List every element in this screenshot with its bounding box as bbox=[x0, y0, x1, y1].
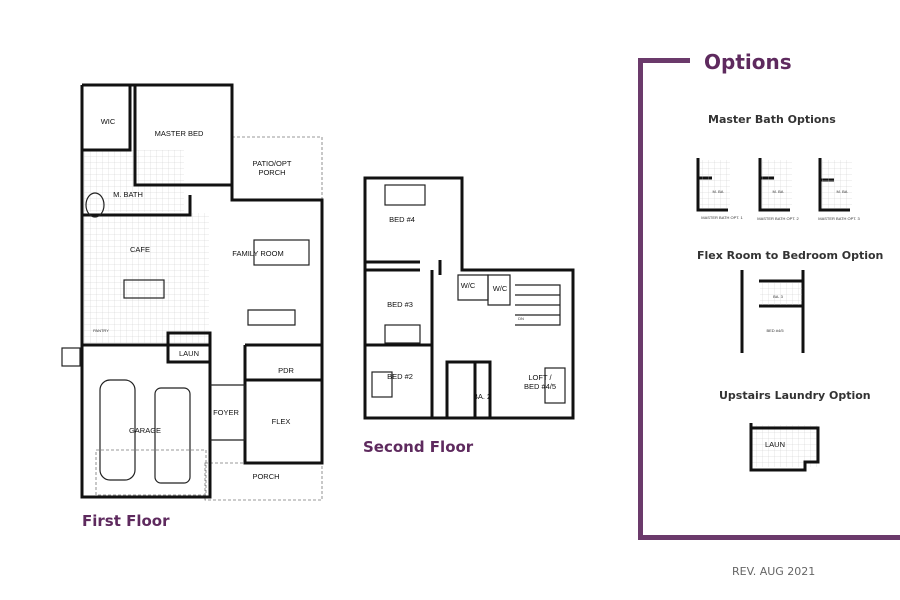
stair-label-dn: DN bbox=[518, 316, 524, 321]
room-label-wc-1: W/C bbox=[461, 281, 476, 290]
room-label-cafe: CAFE bbox=[130, 245, 150, 254]
room-label-pdr: PDR bbox=[278, 366, 294, 375]
m-ba-label-1: M. BA bbox=[713, 189, 724, 194]
upstairs-laundry-option-heading: Upstairs Laundry Option bbox=[719, 389, 871, 402]
room-label-flex: FLEX bbox=[272, 417, 291, 426]
first-floor-plan: WIC MASTER BED PATIO/OPT PORCH M. BATH C… bbox=[61, 83, 324, 501]
options-frame-bottom bbox=[638, 535, 900, 540]
master-bath-options-heading: Master Bath Options bbox=[708, 113, 836, 126]
options-frame-top bbox=[638, 58, 690, 63]
second-floor-plan: BED #4 BED #3 BED #2 W/C W/C BA. 2 LOFT … bbox=[363, 176, 575, 420]
master-bath-option-2: M. BA MASTER BATH OPT. 2 bbox=[757, 158, 800, 221]
laun-option-label: LAUN bbox=[765, 440, 785, 449]
ba-3-label: BA. 3 bbox=[773, 294, 784, 299]
room-label-laun: LAUN bbox=[179, 349, 199, 358]
m-ba-label-3: M. BA bbox=[837, 189, 848, 194]
first-floor-title: First Floor bbox=[82, 512, 170, 530]
options-title: Options bbox=[704, 50, 792, 74]
room-label-m-bath: M. BATH bbox=[113, 190, 143, 199]
room-label-pantry: PANTRY bbox=[93, 328, 109, 333]
room-label-family-room: FAMILY ROOM bbox=[232, 249, 283, 258]
master-bath-opt-1-label: MASTER BATH OPT. 1 bbox=[701, 215, 743, 220]
room-label-bed-4: BED #4 bbox=[389, 215, 415, 224]
room-label-garage: GARAGE bbox=[129, 426, 161, 435]
master-bath-opt-3-label: MASTER BATH OPT. 3 bbox=[818, 216, 860, 221]
flex-bedroom-option: BA. 3 BED #4/5 bbox=[740, 270, 805, 353]
options-frame-left bbox=[638, 58, 643, 540]
room-label-master-bed: MASTER BED bbox=[155, 129, 204, 138]
room-label-wic: WIC bbox=[101, 117, 116, 126]
m-ba-label-2: M. BA bbox=[773, 189, 784, 194]
revision-date: REV. AUG 2021 bbox=[732, 565, 816, 578]
room-label-patio-porch: PORCH bbox=[258, 168, 285, 177]
room-label-porch: PORCH bbox=[252, 472, 279, 481]
second-floor-title: Second Floor bbox=[363, 438, 474, 456]
bed-45-label: BED #4/5 bbox=[766, 328, 784, 333]
master-bath-option-1: M. BA MASTER BATH OPT. 1 bbox=[696, 158, 744, 220]
room-label-wc-2: W/C bbox=[493, 284, 508, 293]
master-bath-option-3: M. BA MASTER BATH OPT. 3 bbox=[818, 158, 861, 221]
room-label-loft: LOFT / bbox=[528, 373, 552, 382]
flex-bedroom-option-heading: Flex Room to Bedroom Option bbox=[697, 249, 884, 262]
room-label-bed-3: BED #3 bbox=[387, 300, 413, 309]
room-label-bed-2: BED #2 bbox=[387, 372, 413, 381]
room-label-patio: PATIO/OPT bbox=[253, 159, 292, 168]
room-label-loft-bed: BED #4/5 bbox=[524, 382, 556, 391]
master-bath-opt-2-label: MASTER BATH OPT. 2 bbox=[757, 216, 799, 221]
room-label-ba-2: BA. 2 bbox=[473, 392, 491, 401]
upstairs-laundry-option: LAUN bbox=[749, 423, 820, 472]
room-label-foyer: FOYER bbox=[213, 408, 239, 417]
